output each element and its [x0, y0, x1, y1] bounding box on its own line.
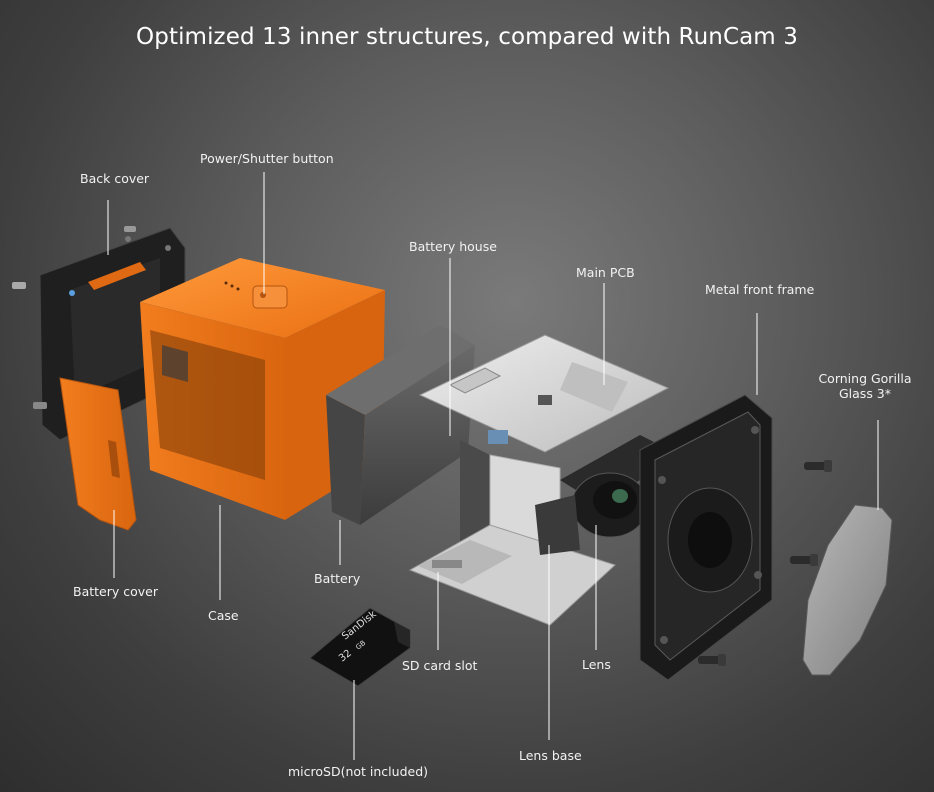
label-main-pcb: Main PCB [576, 265, 635, 280]
label-power-shutter-button: Power/Shutter button [200, 151, 334, 166]
battery-cover-part [59, 377, 137, 531]
screw-part [12, 226, 136, 409]
leader-lines [107, 172, 879, 760]
gorilla-glass-part [802, 504, 893, 676]
label-corning-gorilla-glass: Corning Gorilla Glass 3* [815, 371, 915, 401]
label-microsd: microSD(not included) [288, 764, 429, 779]
page-title: Optimized 13 inner structures, compared … [136, 24, 798, 50]
main-pcb-part [418, 334, 670, 453]
label-corning-line1: Corning Gorilla [818, 371, 912, 386]
label-battery: Battery [314, 571, 361, 586]
front-screw-part [698, 460, 832, 666]
label-case: Case [208, 608, 239, 623]
lens-base-part [535, 495, 580, 555]
microsd-card-part [309, 607, 411, 687]
label-metal-front-frame: Metal front frame [705, 282, 815, 297]
sd-card-slot-part [408, 524, 616, 626]
label-lens: Lens [582, 657, 611, 672]
label-corning-line2: Glass 3* [838, 386, 892, 401]
label-battery-cover: Battery cover [73, 584, 158, 599]
metal-front-frame-part [639, 394, 773, 681]
label-back-cover: Back cover [80, 171, 150, 186]
label-lens-base: Lens base [519, 748, 582, 763]
label-battery-house: Battery house [409, 239, 497, 254]
label-sd-card-slot: SD card slot [402, 658, 478, 673]
